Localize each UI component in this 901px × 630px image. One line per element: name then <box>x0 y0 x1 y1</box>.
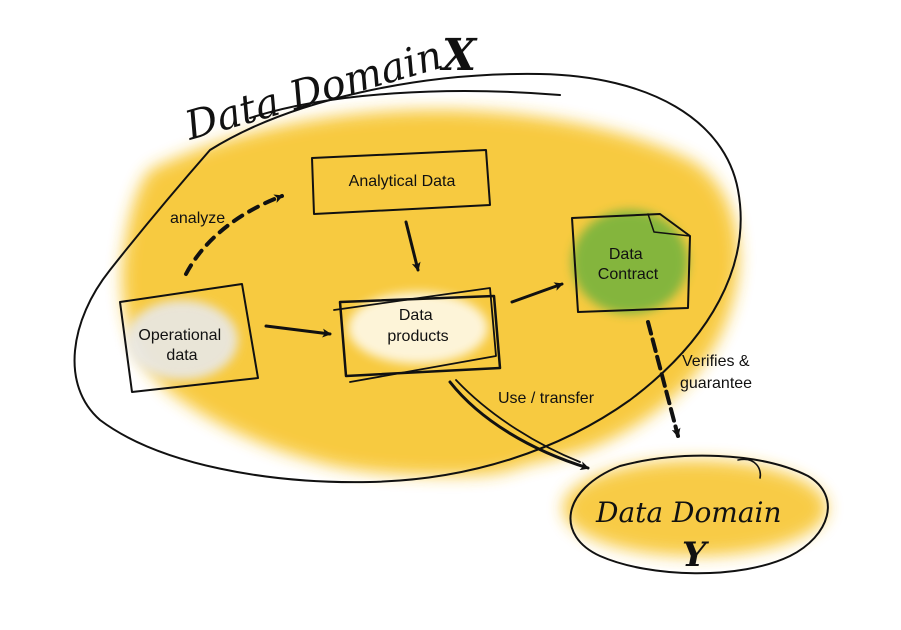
operational-data-glow <box>126 300 238 380</box>
analytical-data-node: Analytical Data <box>311 149 491 215</box>
analytical-data-box <box>311 149 491 215</box>
domain-x-boundary <box>73 72 742 484</box>
data-contract-label: Data Contract <box>598 246 659 283</box>
data-contract-corner <box>647 213 691 237</box>
operational-data-node: Operational data <box>119 283 259 393</box>
use-transfer-arrow <box>448 380 590 471</box>
highlight-wash-streak <box>300 423 548 476</box>
data-contract-box <box>571 213 691 313</box>
domain-x-boundary-stroke <box>249 90 561 119</box>
data-products-label: Data products <box>387 307 448 345</box>
operational-data-label: Operational data <box>138 327 225 364</box>
verifies-label-line-1: Verifies & <box>682 353 750 370</box>
data-products-label-line-2: products <box>387 328 448 345</box>
verifies-label: Verifies & guarantee <box>680 353 754 392</box>
data-products-label-line-1: Data <box>399 307 433 324</box>
operational-data-box <box>119 283 259 393</box>
data-products-node: Data products <box>333 287 502 383</box>
data-products-box-inner <box>333 287 497 383</box>
domain-y-boundary <box>569 454 829 575</box>
highlight-wash-domain-y <box>563 460 827 556</box>
data-contract-node: Data Contract <box>571 210 691 314</box>
analyze-arrow <box>184 194 284 276</box>
products-to-contract-arrow <box>510 282 564 304</box>
domain-y-mark: Y <box>682 535 709 575</box>
analytical-data-label: Analytical Data <box>349 173 456 190</box>
domain-y-title: Data Domain <box>595 496 782 529</box>
data-products-glow <box>348 292 488 364</box>
analytical-to-products-arrow <box>404 220 421 272</box>
data-contract-label-line-1: Data <box>609 246 643 263</box>
domain-y: Data Domain Y <box>569 454 829 575</box>
data-contract-label-line-2: Contract <box>598 266 659 283</box>
operational-data-label-line-1: Operational <box>138 327 221 344</box>
data-products-box <box>338 294 502 378</box>
domain-y-boundary-tail <box>737 458 762 479</box>
use-transfer-label: Use / transfer <box>498 390 595 407</box>
operational-to-products-arrow <box>264 324 332 338</box>
data-contract-fill <box>572 210 688 314</box>
analyze-label: analyze <box>170 210 225 227</box>
verifies-arrow <box>646 320 681 438</box>
domain-x-mark: X <box>439 30 478 81</box>
operational-data-label-line-2: data <box>166 347 197 364</box>
verifies-label-line-2: guarantee <box>680 375 752 392</box>
use-transfer-arrow-stroke <box>455 379 581 463</box>
